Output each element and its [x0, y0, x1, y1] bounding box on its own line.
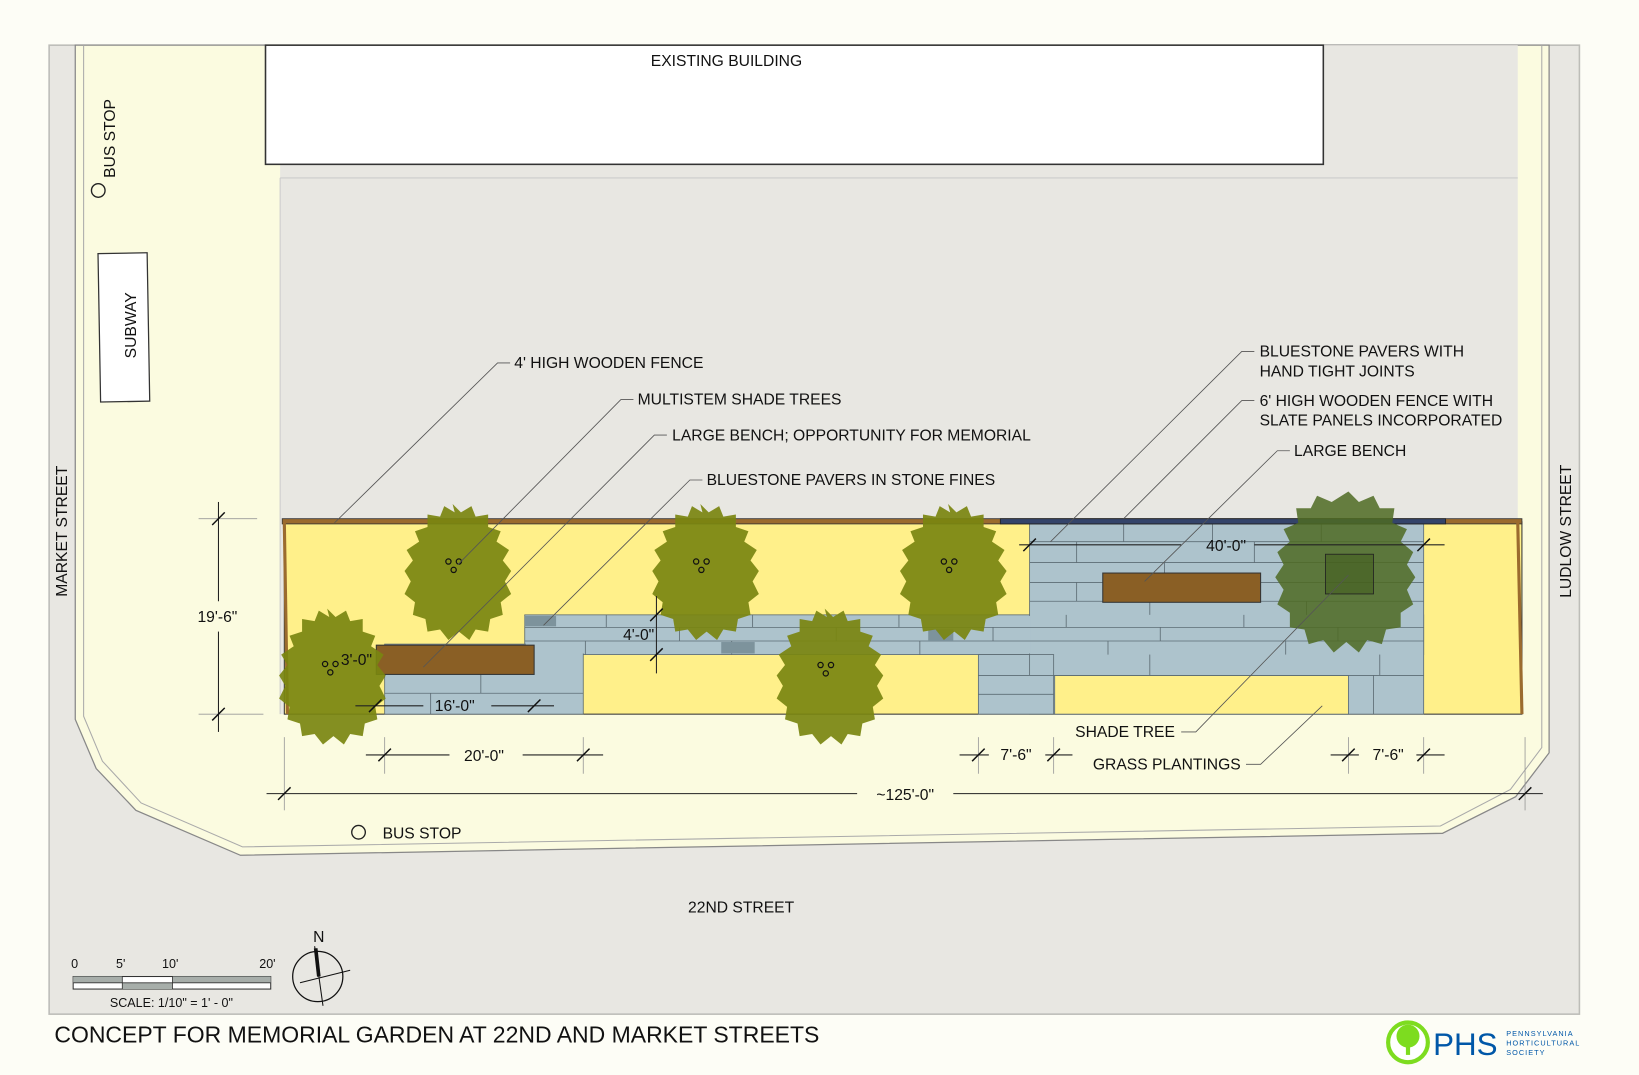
wooden-fence-6ft-slate [999, 518, 1447, 525]
tree-icon [652, 504, 759, 640]
dim-depth: 19'-6" [197, 609, 237, 626]
bus-stop-icon [351, 824, 367, 840]
existing-building-label: EXISTING BUILDING [651, 53, 802, 70]
wooden-fence-4ft [281, 518, 1523, 525]
existing-building [264, 44, 1325, 166]
large-bench-memorial [375, 644, 535, 675]
logo-line3: SOCIETY [1506, 1048, 1545, 1057]
scale-tick-5: 5' [116, 957, 125, 971]
dimension-lines [198, 501, 1543, 811]
callout-6ft-fence-2: SLATE PANELS INCORPORATED [1260, 413, 1503, 430]
callout-pavers-stone-fines: BLUESTONE PAVERS IN STONE FINES [707, 472, 996, 489]
logo-acronym: PHS [1433, 1027, 1497, 1062]
dim-gap-left: 7'-6" [1000, 747, 1031, 764]
scale-caption: SCALE: 1/10" = 1' - 0" [110, 996, 233, 1010]
callout-large-bench-memorial: LARGE BENCH; OPPORTUNITY FOR MEMORIAL [672, 427, 1031, 444]
callout-pavers-hand-tight-1: BLUESTONE PAVERS WITH [1260, 344, 1464, 361]
callout-pavers-hand-tight-2: HAND TIGHT JOINTS [1260, 364, 1415, 381]
callout-4ft-fence: 4' HIGH WOODEN FENCE [514, 355, 703, 372]
subway-entrance [97, 252, 151, 403]
scale-tick-10: 10' [162, 957, 178, 971]
fence-right-edge [1516, 521, 1524, 715]
multistem-shade-trees [279, 504, 1007, 745]
callout-6ft-fence-1: 6' HIGH WOODEN FENCE WITH [1260, 393, 1493, 410]
bus-stop-bottom-label: BUS STOP [383, 826, 462, 843]
dim-bench-width: 3'-0" [341, 652, 372, 669]
bus-stop-top-label: BUS STOP [102, 99, 119, 178]
north-label: N [313, 929, 324, 946]
tree-icon [279, 608, 386, 745]
ludlow-street-label: LUDLOW STREET [1558, 464, 1575, 598]
logo-line1: PENNSYLVANIA [1506, 1029, 1573, 1038]
curb-line [83, 45, 1543, 848]
large-bench [1102, 572, 1262, 603]
callout-multistem-trees: MULTISTEM SHADE TREES [638, 392, 842, 409]
callout-grass-plantings: GRASS PLANTINGS [1093, 757, 1241, 774]
market-street-label: MARKET STREET [54, 465, 71, 597]
logo-line2: HORTICULTURAL [1506, 1039, 1580, 1048]
dim-left-paving: 20'-0" [464, 748, 504, 765]
shade-tree-grate [1324, 553, 1374, 595]
drawing-title: CONCEPT FOR MEMORIAL GARDEN AT 22ND AND … [54, 1021, 819, 1047]
dim-gap-right: 7'-6" [1373, 747, 1404, 764]
callout-leaders [334, 351, 1349, 765]
22nd-street-label: 22ND STREET [688, 900, 795, 917]
callout-shade-tree: SHADE TREE [1075, 724, 1175, 741]
dim-overall: ~125'-0" [876, 787, 934, 804]
scale-tick-0: 0 [71, 957, 78, 971]
bluestone-pavers [384, 523, 1425, 715]
phs-logo: PHS PENNSYLVANIA HORTICULTURAL SOCIETY [1386, 1020, 1580, 1065]
subway-label: SUBWAY [123, 292, 140, 359]
scale-tick-20: 20' [259, 957, 275, 971]
tree-trunk-marks [321, 558, 958, 677]
tree-icon [899, 504, 1007, 640]
callout-large-bench: LARGE BENCH [1294, 443, 1406, 460]
dim-path-width: 4'-0" [623, 627, 654, 644]
tree-icon [776, 608, 884, 745]
dim-bench-length: 16'-0" [435, 698, 475, 715]
north-arrow-icon [292, 946, 351, 1006]
dim-right-paving: 40'-0" [1206, 538, 1246, 555]
scale-bar [72, 975, 272, 990]
bus-stop-icon [90, 182, 106, 198]
